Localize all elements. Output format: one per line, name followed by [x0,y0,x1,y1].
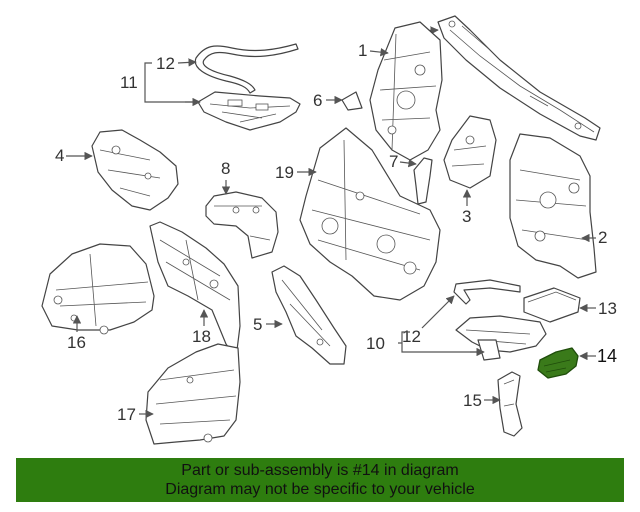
callout-5: 5 [253,315,262,334]
part-12-lower-seal [453,279,521,305]
callout-7: 7 [389,152,398,171]
banner-line-2: Diagram may not be specific to your vehi… [165,481,475,498]
callout-19: 19 [275,163,294,182]
callout-1: 1 [358,41,367,60]
leader-1 [369,47,389,57]
part-5-rail [271,265,347,365]
callout-3: 3 [462,207,471,226]
part-17-lower-panel [145,343,241,445]
footer-banner: Part or sub-assembly is #14 in diagram D… [16,458,624,502]
banner-line-1: Part or sub-assembly is #14 in diagram [181,462,459,479]
part-18-inner-panel [149,221,241,359]
callout-13: 13 [598,299,617,318]
leader-11 [144,62,200,103]
callout-12-lower: 12 [402,327,421,346]
part-1-dash-panel [369,21,443,161]
callout-18: 18 [192,327,211,346]
part-14-highlighted [537,347,579,379]
leader-7 [399,158,417,168]
part-8-insulator [205,191,279,259]
part-13-filter [523,287,581,323]
part-4-bracket [91,129,179,211]
callout-11: 11 [120,73,138,92]
leader-10 [398,331,482,353]
callout-6: 6 [313,91,322,110]
part-7-strap [413,157,433,205]
part-10-housing [455,315,547,361]
leader-12-lower [421,295,455,329]
callout-12-top: 12 [156,54,175,73]
callout-17: 17 [117,405,136,424]
callout-8: 8 [221,159,230,178]
part-2-side-panel [509,133,597,279]
part-3-panel [443,115,497,189]
part-6-clip [341,91,363,111]
callout-2: 2 [598,228,607,247]
leader-12-top [177,58,197,67]
callout-4: 4 [55,146,64,165]
callout-10: 10 [366,334,385,353]
part-12-upper-seal [194,43,299,94]
callout-16: 16 [67,333,86,352]
part-11-cowl-tray [197,91,301,131]
part-15-bracket [497,371,523,437]
part-9-cowl-rail [437,15,601,141]
callout-15: 15 [463,391,482,410]
part-19-firewall [299,127,441,301]
part-16-wheelhouse [41,243,155,335]
callout-14: 14 [597,346,617,366]
